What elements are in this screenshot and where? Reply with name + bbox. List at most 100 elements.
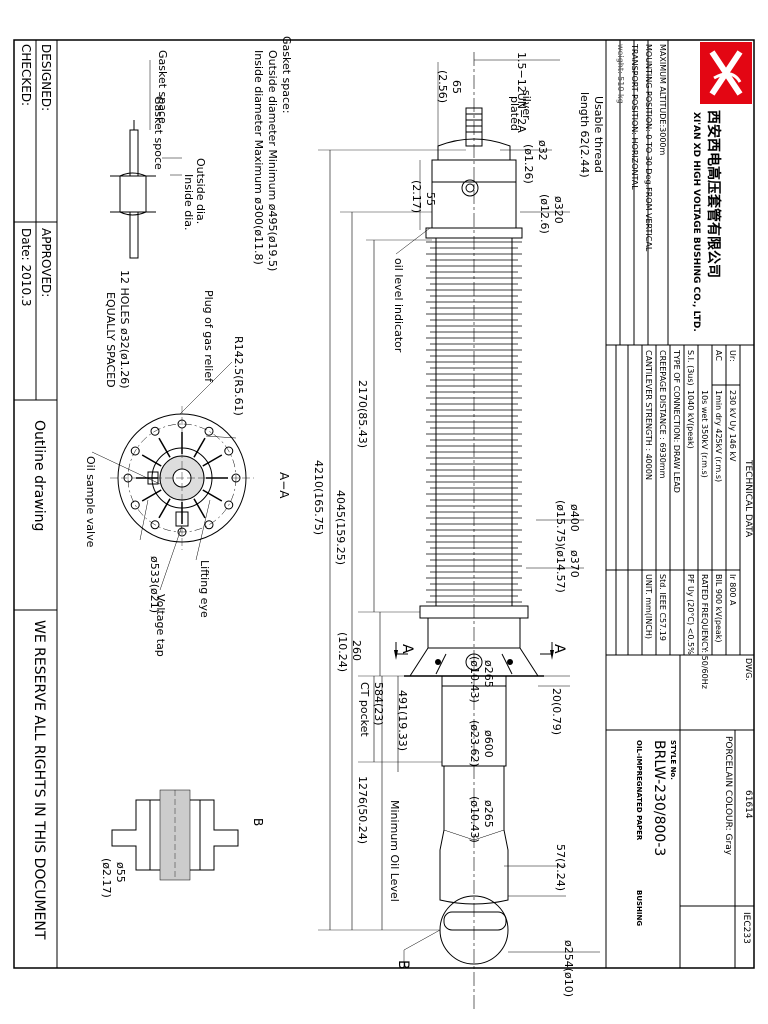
company-name-cn: 西安西电高压套管有限公司 — [705, 110, 721, 278]
gasket-detail — [119, 172, 147, 216]
d600-b: (ø23.62) — [468, 720, 481, 767]
bolt-hole — [224, 500, 234, 510]
d55-b: (2.17) — [410, 180, 423, 214]
tech-cell: UNIT. mm(INCH) — [644, 574, 653, 639]
bolt-hole — [130, 446, 140, 456]
len-1276: 1276(50.24) — [356, 776, 369, 845]
oil-sample-valve: Oil sample valve — [84, 456, 97, 548]
style-number: BRLW-230/800-3 — [651, 740, 667, 857]
len-260-b: (10.24) — [336, 632, 349, 673]
company-name-en: XI'AN XD HIGH VOLTAGE BUSHING CO., LTD. — [691, 112, 701, 332]
voltage-tap — [465, 653, 483, 671]
inside-dia-max: Inside diameter Maximum ø300(ø11.8) — [252, 50, 265, 265]
bolt-hole — [130, 500, 140, 510]
d55-a: 55 — [424, 192, 437, 206]
oil-level-indicator — [461, 179, 479, 197]
gasket-spoce-label: Gasket spoce — [152, 96, 165, 170]
dwg-number: 61614 — [743, 790, 753, 819]
len-260-a: 260 — [350, 640, 363, 661]
bolt-hole — [224, 446, 234, 456]
voltage-tap-label: Voltage tap — [154, 594, 167, 657]
standard: IEC233 — [741, 912, 751, 944]
len-584-b: CT pocket — [358, 682, 371, 737]
thread-len-65: 65 — [450, 80, 463, 94]
len-4210: 4210(165.75) — [312, 460, 325, 536]
outside-dia-label: Outside dia. — [194, 158, 207, 225]
plug-gas-relief: Plug of gas relief — [202, 290, 215, 382]
silver-plated-b: plated — [508, 96, 521, 131]
gasket-space-title: Gasket space: — [280, 36, 293, 114]
d320-a: ø320 — [552, 196, 565, 224]
silver-plated-a: silver — [520, 90, 533, 120]
mounting-position: MOUNTING POSITION: 0 TO 30 Deg.FROM VERT… — [644, 44, 653, 252]
thread-len-in: (2.56) — [436, 70, 449, 104]
bolt-hole — [204, 520, 214, 530]
tech-cell: TYPE OF CONNECTION: DRAW LEAD — [672, 350, 681, 493]
mounting-flange — [427, 617, 521, 649]
tech-cell: 10s wet 350kV (r.m.s) — [700, 390, 709, 478]
checked-label: CHECKED: — [19, 44, 33, 107]
section-b-marker: B — [395, 960, 411, 970]
max-altitude: MAXIMUM ALTITUDE:3000m — [658, 44, 667, 156]
terminal-stud — [465, 107, 483, 147]
usable-thread-a: Usable thread — [592, 96, 605, 173]
d55b-b: (ø2.17) — [100, 858, 113, 898]
inside-dia-label: Inside dia. — [182, 174, 195, 231]
bolt-hole — [204, 426, 214, 436]
usable-thread-b: length 62(2.44) — [578, 92, 591, 178]
min-oil-level: Minimum Oil Level — [388, 800, 401, 902]
len-2170: 2170(85.43) — [356, 380, 369, 449]
style-label: STYLE No. — [669, 740, 677, 780]
tech-cell: Std. IEEE C57.19 — [658, 574, 667, 641]
transport-position: TRANSPORT POSITION: HORIZONTAL — [630, 44, 639, 190]
view-aa-title: A−A — [277, 472, 291, 499]
designed-label: DESIGNED: — [39, 44, 53, 112]
d55b-a: ø55 — [114, 862, 127, 883]
d370-a: ø370 — [568, 550, 581, 578]
d265b-b: (ø10.43) — [468, 796, 481, 843]
rights-notice: WE RESERVE ALL RIGHTS IN THIS DOCUMENT — [31, 620, 47, 940]
porcelain-colour: PORCELAIN COLOUR: Gray — [723, 736, 733, 856]
lower-insulator — [439, 765, 509, 905]
section-a-right: A — [551, 644, 567, 654]
detail-b — [111, 799, 151, 871]
tech-data-header: TECHNICAL DATA — [743, 460, 753, 538]
holes-label-b: EQUALLY SPACED — [104, 292, 117, 388]
tech-cell: 1min dry 425kV (r.m.s) — [714, 390, 723, 483]
d400-b: (ø15.75) — [554, 500, 567, 547]
bolt-hole — [150, 426, 160, 436]
tech-cell: Ur: — [728, 350, 737, 362]
outside-dia-min: Outside diameter Minimum ø495(ø19.5) — [266, 50, 279, 272]
d254: ø254(ø10) — [562, 940, 575, 998]
tech-cell: 230 kV Uy 146 kV — [728, 390, 737, 462]
d265b-a: ø265 — [482, 800, 495, 828]
description2: BUSHING — [635, 890, 643, 927]
len-20: 20(0.79) — [550, 688, 563, 736]
tech-cell: CANTILEVER STRENGTH : 4000N — [644, 350, 653, 480]
view-b-title: B — [251, 818, 265, 827]
top-cap — [437, 138, 511, 161]
radius-label: R142.5(R5.61) — [232, 336, 245, 416]
oil-level-label: oil level indicator — [392, 258, 405, 353]
d370-b: (ø14.57) — [554, 546, 567, 593]
approved-label: APPROVED: — [39, 228, 53, 298]
date-label: Date: 2010.3 — [19, 228, 33, 307]
d32-a: ø32 — [536, 140, 549, 161]
lifting-eye: Lifting eye — [198, 560, 211, 618]
weight: weight: 510 kg — [616, 44, 625, 104]
section-a-left: A — [399, 644, 415, 654]
len-57: 57(2.24) — [554, 844, 567, 892]
d32-b: (ø1.26) — [522, 144, 535, 184]
len-491: 491(19.33) — [396, 690, 409, 752]
tech-cell: BIL 900 kV(peak) — [714, 574, 723, 643]
len-4045: 4045(159.25) — [334, 490, 347, 566]
len-584-a: 584(23) — [372, 682, 385, 726]
tech-cell: S.I. (3us) — [686, 350, 695, 386]
tech-cell: Ir 800 A — [728, 574, 737, 606]
description: OIL-IMPREGNATED PAPER — [635, 740, 643, 841]
tech-cell: AC — [714, 350, 723, 361]
tech-cell: RATED FREQUENCY: 50/60Hz — [700, 574, 709, 689]
d400-a: ø400 — [568, 504, 581, 532]
outer-border — [13, 39, 755, 969]
